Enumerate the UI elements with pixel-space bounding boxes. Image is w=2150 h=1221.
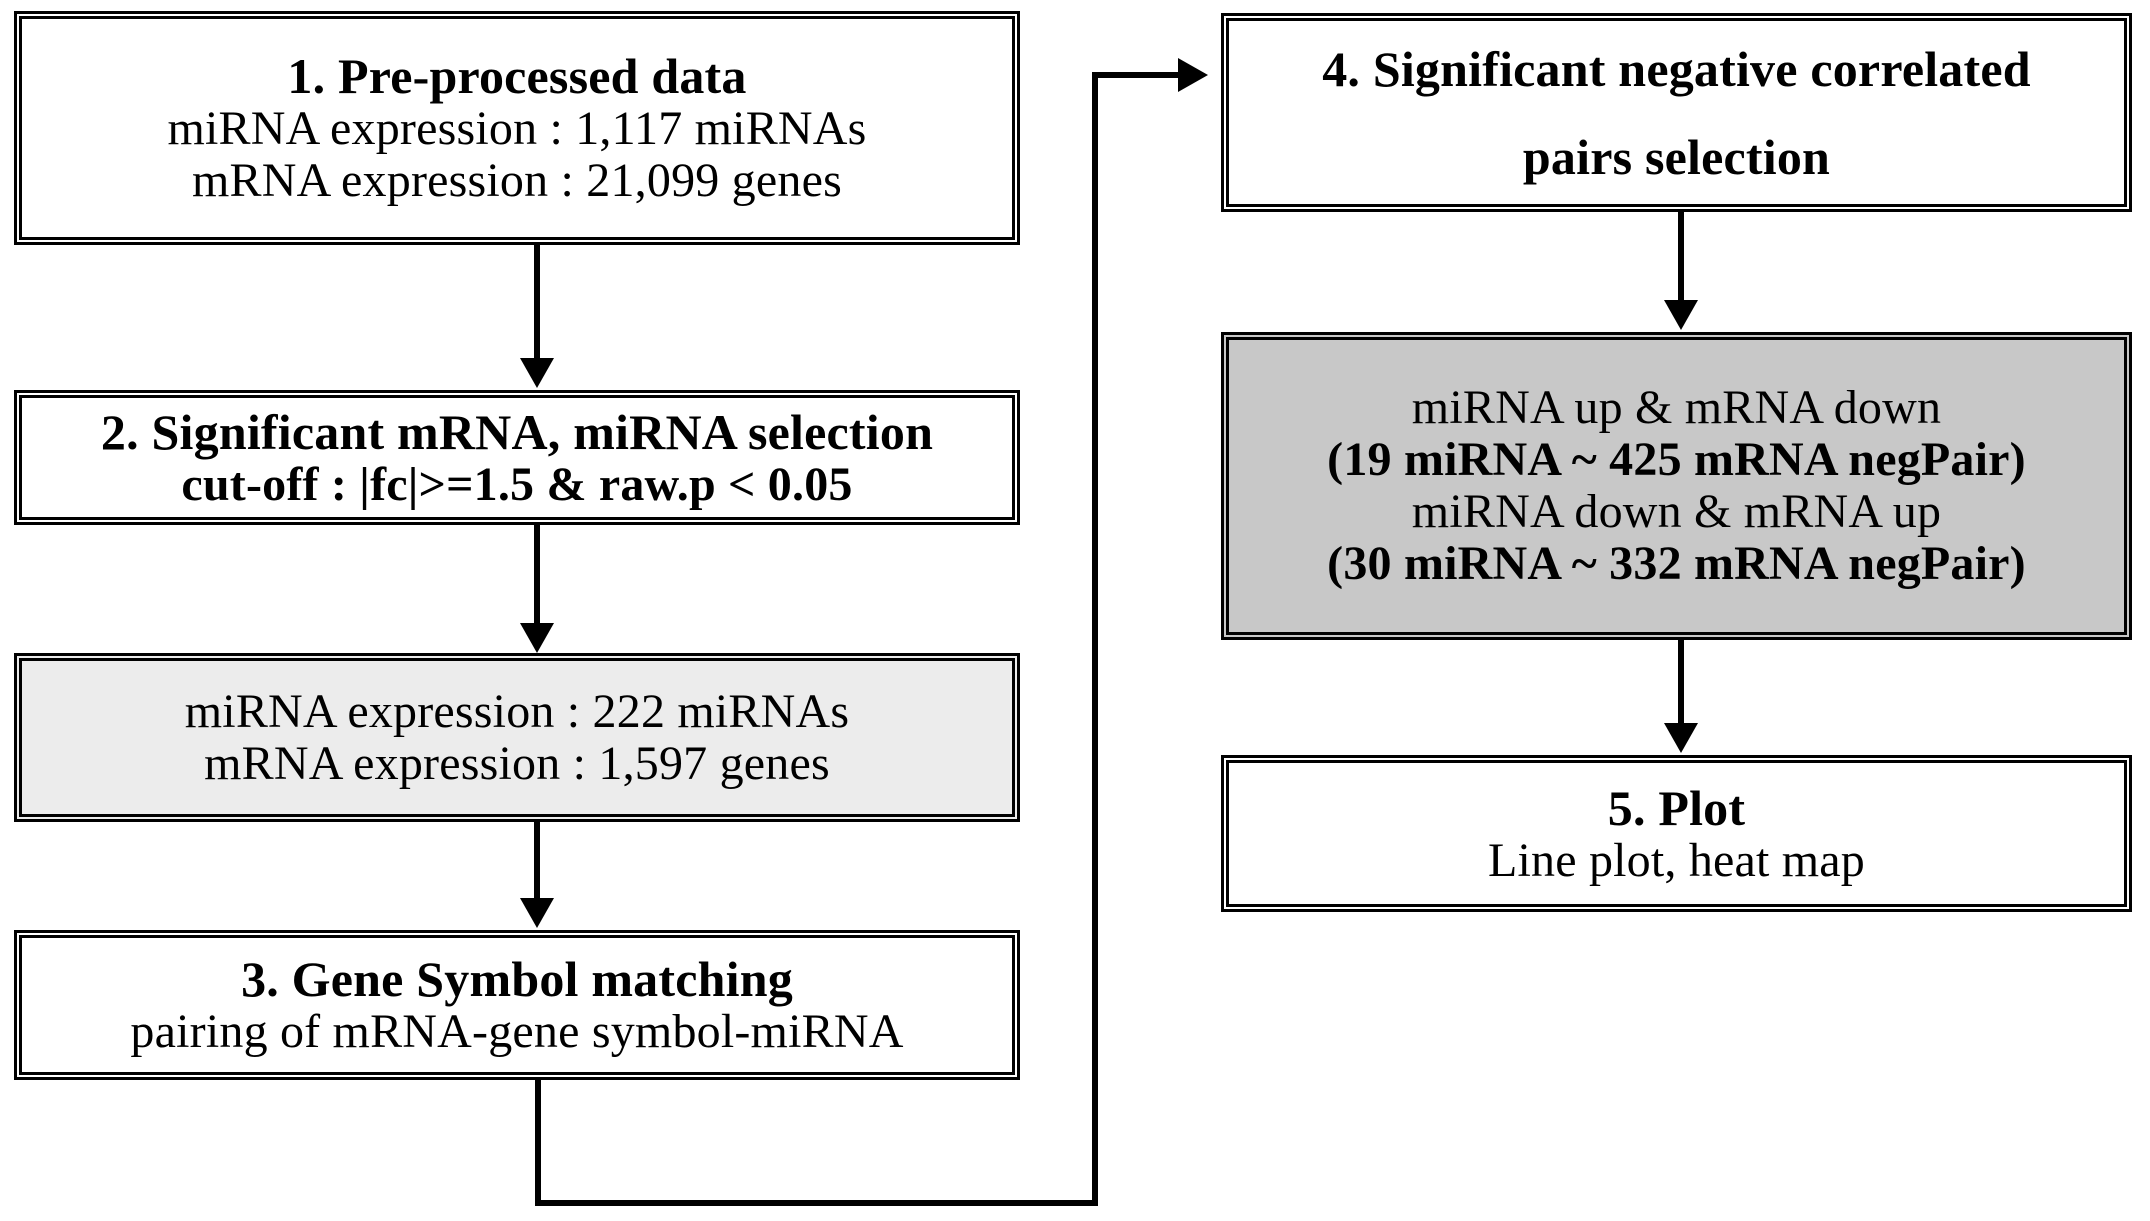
node-gene-symbol-matching: 3. Gene Symbol matching pairing of mRNA-… bbox=[14, 930, 1020, 1080]
arrowhead-result2-to-step5 bbox=[1664, 723, 1698, 753]
node-line: (30 miRNA ~ 332 mRNA negPair) bbox=[1327, 536, 2026, 590]
node-line: miRNA down & mRNA up bbox=[1411, 485, 1942, 538]
arrowhead-step4-to-result2 bbox=[1664, 300, 1698, 330]
node-body: 5. Plot Line plot, heat map bbox=[1226, 760, 2127, 907]
connector-step1-to-step2 bbox=[534, 245, 540, 360]
node-body: miRNA expression : 222 miRNAs mRNA expre… bbox=[19, 658, 1015, 817]
connector-step3-to-step4-enter bbox=[1092, 72, 1180, 78]
arrowhead-step1-to-step2 bbox=[520, 358, 554, 388]
node-line: 2. Significant mRNA, miRNA selection bbox=[100, 403, 934, 460]
node-line: miRNA expression : 222 miRNAs bbox=[184, 684, 850, 738]
node-negative-pair-results: miRNA up & mRNA down (19 miRNA ~ 425 mRN… bbox=[1221, 332, 2132, 640]
node-line: 5. Plot bbox=[1607, 779, 1746, 836]
node-line: (19 miRNA ~ 425 mRNA negPair) bbox=[1327, 433, 2026, 487]
node-body: 4. Significant negative correlated pairs… bbox=[1226, 18, 2127, 207]
connector-step2-to-result1 bbox=[534, 525, 540, 625]
connector-step3-to-step4-down bbox=[535, 1080, 541, 1206]
connector-result1-to-step3 bbox=[534, 822, 540, 900]
connector-step3-to-step4-across bbox=[535, 1200, 1098, 1206]
node-line: cut-off : |fc|>=1.5 & raw.p < 0.05 bbox=[181, 457, 853, 511]
connector-step3-to-step4-up bbox=[1092, 72, 1098, 1206]
node-line: 4. Significant negative correlated bbox=[1322, 40, 2031, 97]
connector-step4-to-result2 bbox=[1678, 212, 1684, 302]
node-line: Line plot, heat map bbox=[1487, 833, 1866, 887]
node-line: miRNA expression : 1,117 miRNAs bbox=[167, 102, 867, 156]
arrowhead-result1-to-step3 bbox=[520, 898, 554, 928]
node-body: 2. Significant mRNA, miRNA selection cut… bbox=[19, 395, 1015, 520]
node-line: 1. Pre-processed data bbox=[287, 48, 747, 105]
node-significant-selection: 2. Significant mRNA, miRNA selection cut… bbox=[14, 390, 1020, 525]
node-body: miRNA up & mRNA down (19 miRNA ~ 425 mRN… bbox=[1226, 337, 2127, 635]
arrowhead-step2-to-result1 bbox=[520, 623, 554, 653]
node-body: 1. Pre-processed data miRNA expression :… bbox=[19, 16, 1015, 240]
node-pre-processed-data: 1. Pre-processed data miRNA expression :… bbox=[14, 11, 1020, 245]
arrowhead-step3-to-step4 bbox=[1178, 58, 1208, 92]
node-line: pairing of mRNA-gene symbol-miRNA bbox=[130, 1005, 904, 1059]
node-line: mRNA expression : 1,597 genes bbox=[204, 736, 830, 790]
node-filtered-expression-counts: miRNA expression : 222 miRNAs mRNA expre… bbox=[14, 653, 1020, 822]
node-line: mRNA expression : 21,099 genes bbox=[192, 154, 842, 207]
node-line: miRNA up & mRNA down bbox=[1411, 381, 1942, 435]
node-negative-correlated-pairs-selection: 4. Significant negative correlated pairs… bbox=[1221, 13, 2132, 212]
node-body: 3. Gene Symbol matching pairing of mRNA-… bbox=[19, 935, 1015, 1075]
connector-result2-to-step5 bbox=[1678, 640, 1684, 725]
node-line: 3. Gene Symbol matching bbox=[241, 951, 793, 1008]
node-line: pairs selection bbox=[1522, 128, 1831, 185]
node-plot: 5. Plot Line plot, heat map bbox=[1221, 755, 2132, 912]
